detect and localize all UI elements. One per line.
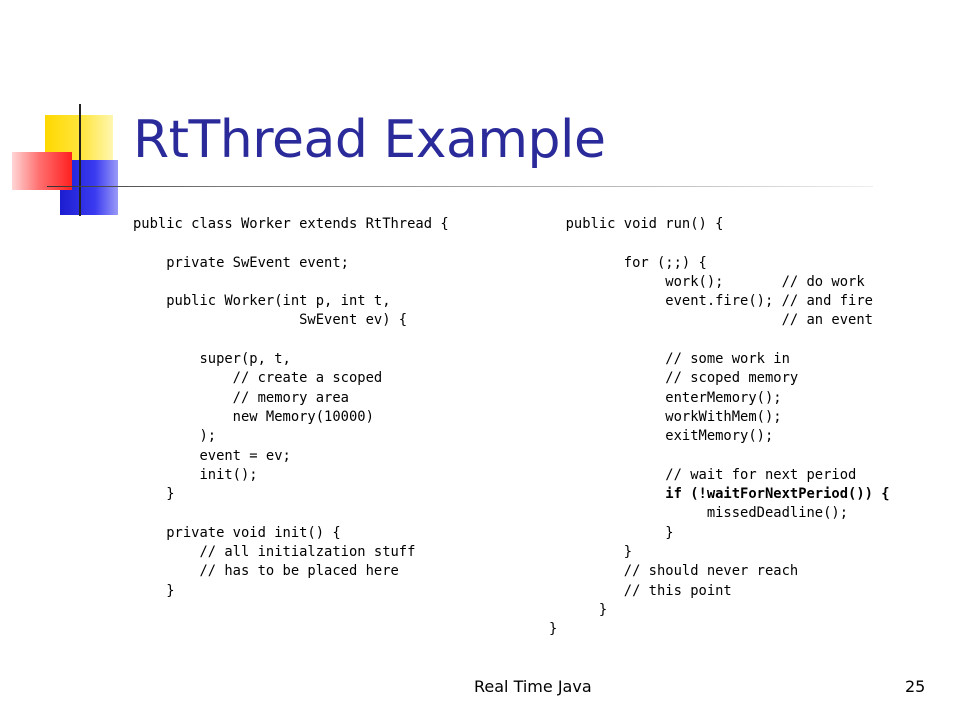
code-line: // create a scoped <box>133 370 383 387</box>
slide-title: RtThread Example <box>133 110 606 170</box>
code-line: public Worker(int p, int t, <box>133 293 391 310</box>
code-line: // some work in <box>549 351 790 368</box>
code-line: } <box>133 582 175 599</box>
code-line <box>133 331 449 350</box>
code-line: // memory area <box>133 389 349 406</box>
code-line: // scoped memory <box>549 370 799 387</box>
code-line: // wait for next period <box>549 466 857 483</box>
decor-red-bar <box>12 152 72 190</box>
title-underline <box>47 186 873 187</box>
code-line: work(); // do work <box>549 273 865 290</box>
code-line: } <box>133 486 175 503</box>
code-line <box>133 273 449 292</box>
code-line: // an event <box>549 312 873 329</box>
code-block-left: public class Worker extends RtThread { p… <box>133 215 449 601</box>
code-line <box>549 331 890 350</box>
code-line: workWithMem(); <box>549 408 782 425</box>
code-line: public class Worker extends RtThread { <box>133 216 449 232</box>
code-line: // all initialzation stuff <box>133 544 416 561</box>
code-line: super(p, t, <box>133 351 291 368</box>
code-line <box>133 234 449 253</box>
code-line: event = ev; <box>133 447 291 464</box>
code-line: } <box>549 621 558 638</box>
code-line: event.fire(); // and fire <box>549 293 873 310</box>
code-line: } <box>549 524 674 541</box>
code-line: // has to be placed here <box>133 563 399 580</box>
slide-number: 25 <box>905 677 926 696</box>
code-line: } <box>549 544 633 561</box>
code-line: } <box>549 601 608 618</box>
code-line: enterMemory(); <box>549 389 782 406</box>
code-line: private SwEvent event; <box>133 254 349 271</box>
code-line: if (!waitForNextPeriod()) { <box>549 486 890 503</box>
code-line <box>133 504 449 523</box>
code-line: missedDeadline(); <box>549 505 849 522</box>
decor-vertical-line <box>79 104 81 216</box>
code-line: ); <box>133 428 217 445</box>
code-line <box>549 234 890 253</box>
code-line: exitMemory(); <box>549 428 774 445</box>
code-line: for (;;) { <box>549 254 707 271</box>
code-block-right: public void run() { for (;;) { work(); /… <box>549 215 890 640</box>
code-line: // should never reach <box>549 563 799 580</box>
code-line: public void run() { <box>549 216 724 232</box>
code-line: // this point <box>549 582 732 599</box>
footer-text: Real Time Java <box>474 677 592 696</box>
code-line <box>549 447 890 466</box>
code-line: SwEvent ev) { <box>133 312 408 329</box>
code-line: init(); <box>133 466 258 483</box>
code-line: private void init() { <box>133 524 341 541</box>
code-line: new Memory(10000) <box>133 408 374 425</box>
